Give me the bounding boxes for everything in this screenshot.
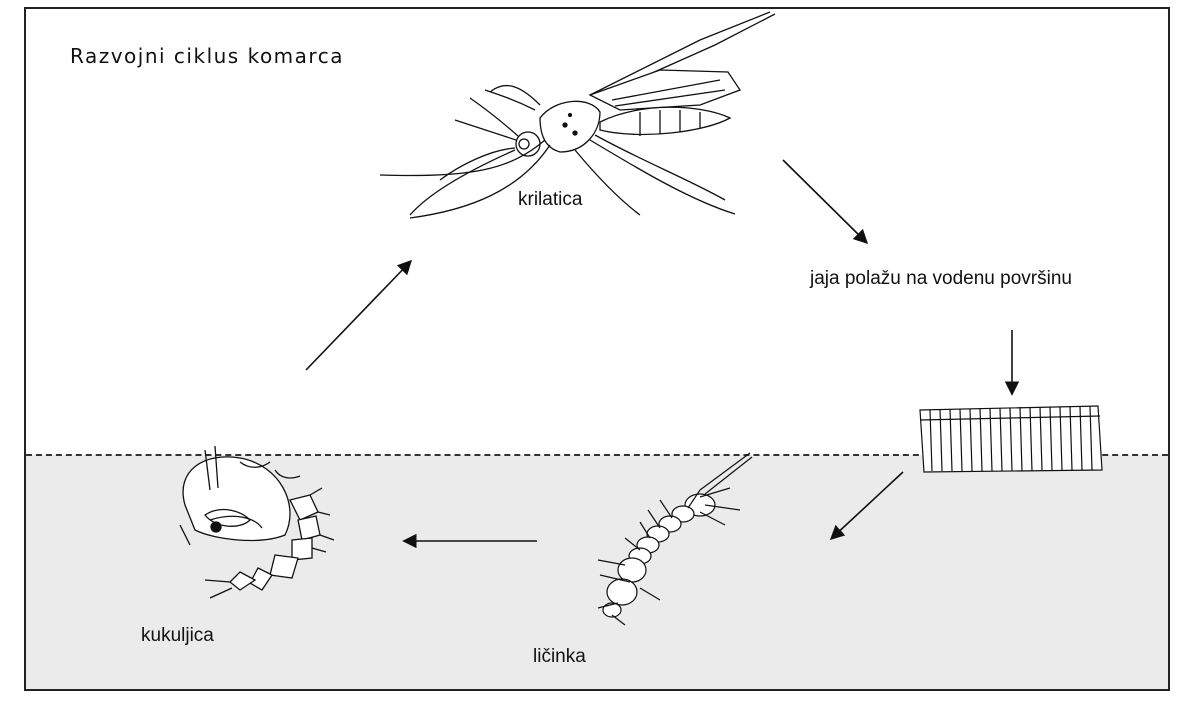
label-larva: ličinka [533, 646, 586, 667]
pupa-drawing [179, 445, 335, 599]
adult-mosquito-drawing [379, 11, 776, 219]
cycle-arrows [305, 159, 1020, 549]
larva-drawing [597, 452, 753, 626]
diagram-title: Razvojni ciklus komarca [70, 44, 344, 68]
label-adult: krilatica [518, 189, 583, 210]
arrow-pupa-to-adult [305, 259, 412, 371]
label-eggs: jaja polažu na vodenu površinu [810, 268, 1072, 289]
arrow-adult-to-eggs [782, 159, 869, 245]
water-surface-line [26, 454, 1168, 456]
egg-raft-drawing [919, 405, 1103, 473]
arrow-eggs-to-larva [829, 471, 904, 540]
label-pupa: kukuljica [141, 625, 214, 646]
